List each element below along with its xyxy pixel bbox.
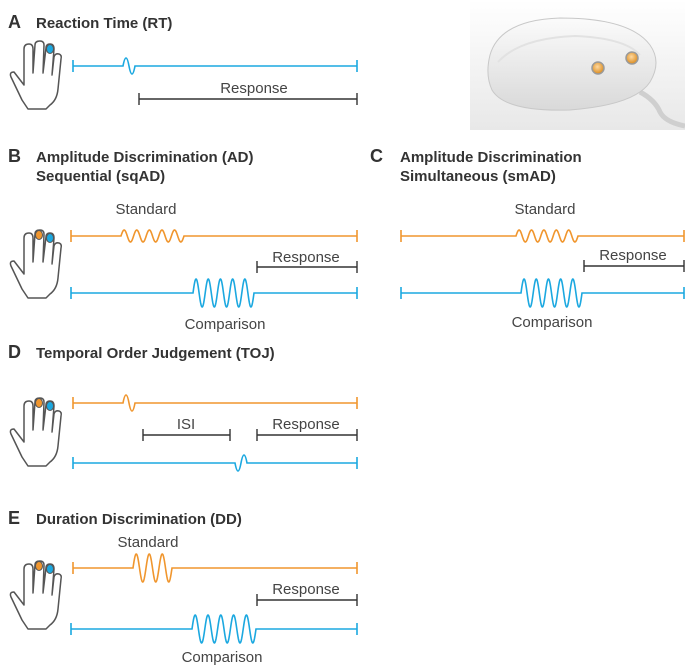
- panel-b-title: Amplitude Discrimination (AD) Sequential…: [36, 148, 254, 186]
- toj-response-bracket: [256, 429, 358, 441]
- smad-standard-label: Standard: [515, 201, 576, 218]
- hand-icon: [9, 560, 62, 630]
- panel-b-title-line1: Amplitude Discrimination (AD): [36, 149, 254, 166]
- dd-standard-trace: [72, 553, 358, 583]
- hand-icon: [9, 229, 62, 299]
- sqad-response-bracket: [256, 261, 358, 273]
- toj-second-stimulus-trace: [72, 454, 358, 472]
- hand-icon: [9, 397, 62, 467]
- vibrotactile-mouse-device: [470, 0, 685, 130]
- dd-standard-label: Standard: [118, 534, 179, 551]
- dd-response-bracket: [256, 594, 358, 606]
- panel-e-letter: E: [8, 508, 21, 528]
- smad-comparison-trace: [400, 278, 685, 308]
- sqad-standard-label: Standard: [116, 201, 177, 218]
- toj-response-label: Response: [272, 416, 340, 433]
- sqad-comparison-label: Comparison: [185, 316, 266, 333]
- smad-response-label: Response: [599, 247, 667, 264]
- smad-comparison-label: Comparison: [512, 314, 593, 331]
- dd-comparison-label: Comparison: [182, 649, 263, 666]
- toj-first-stimulus-trace: [72, 394, 358, 412]
- dd-comparison-trace: [70, 614, 358, 644]
- panel-c-title: Amplitude Discrimination Simultaneous (s…: [400, 148, 582, 186]
- panel-a-letter: A: [8, 12, 21, 32]
- panel-c-title-line1: Amplitude Discrimination: [400, 149, 582, 166]
- dd-response-label: Response: [272, 581, 340, 598]
- rt-response-bracket: [138, 93, 358, 105]
- panel-b-letter: B: [8, 146, 21, 166]
- panel-e-title: Duration Discrimination (DD): [36, 511, 242, 528]
- panel-c-letter: C: [370, 146, 383, 166]
- panel-c-title-line2: Simultaneous (smAD): [400, 168, 556, 185]
- sqad-standard-trace: [70, 229, 358, 243]
- panel-b-title-line2: Sequential (sqAD): [36, 168, 166, 185]
- rt-response-label: Response: [220, 80, 288, 97]
- sqad-response-label: Response: [272, 249, 340, 266]
- panel-d-title: Temporal Order Judgement (TOJ): [36, 345, 275, 362]
- panel-d-letter: D: [8, 342, 21, 362]
- toj-isi-label: ISI: [177, 416, 195, 433]
- smad-response-bracket: [583, 260, 685, 272]
- smad-standard-trace: [400, 229, 685, 243]
- hand-icon: [9, 40, 62, 110]
- rt-stimulus-trace: [72, 57, 358, 75]
- sqad-comparison-trace: [70, 278, 358, 308]
- toj-isi-bracket: [142, 429, 231, 441]
- panel-a-title: Reaction Time (RT): [36, 15, 173, 32]
